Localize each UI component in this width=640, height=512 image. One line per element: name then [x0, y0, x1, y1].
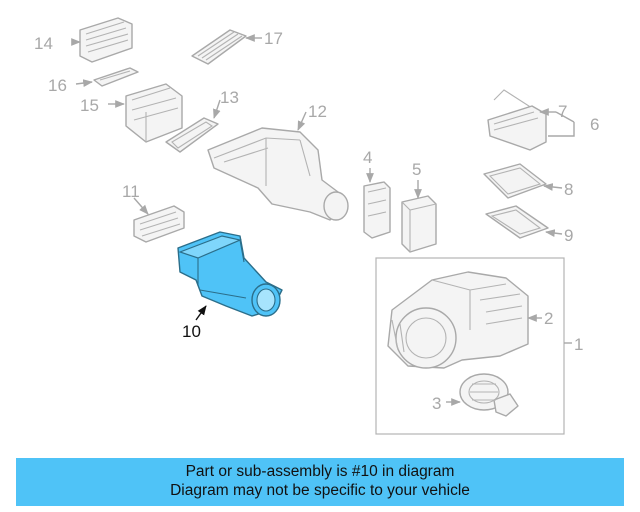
callout-3: 3	[432, 394, 441, 413]
callout-6: 6	[590, 115, 599, 134]
part-14-vent[interactable]: 14	[34, 17, 133, 63]
part-1-assembly-box[interactable]: 1	[375, 257, 583, 435]
callout-15: 15	[80, 96, 99, 115]
part-16-gasket[interactable]: 16	[48, 67, 139, 95]
part-12-duct[interactable]: 12	[207, 102, 349, 221]
part-3-blower-motor[interactable]: 3	[432, 373, 519, 417]
parts-diagram: 14 16 17 15 13 12 11	[34, 17, 599, 435]
info-banner: Part or sub-assembly is #10 in diagram D…	[16, 458, 624, 506]
part-9-seal[interactable]: 9	[485, 205, 573, 245]
callout-17: 17	[264, 29, 283, 48]
callout-8: 8	[564, 180, 573, 199]
callout-7: 7	[558, 102, 567, 121]
part-4-actuator[interactable]: 4	[363, 148, 391, 239]
callout-9: 9	[564, 226, 573, 245]
part-10-duct-highlighted[interactable]: 10	[177, 231, 283, 341]
callout-4: 4	[363, 148, 372, 167]
callout-10: 10	[182, 322, 201, 341]
callout-2: 2	[544, 309, 553, 328]
part-5-resistor[interactable]: 5	[401, 160, 437, 253]
part-17-filter[interactable]: 17	[191, 29, 283, 65]
callout-1: 1	[574, 335, 583, 354]
callout-5: 5	[412, 160, 421, 179]
banner-line-disclaimer: Diagram may not be specific to your vehi…	[170, 482, 470, 499]
part-2-housing[interactable]: 2	[387, 271, 553, 369]
callout-12: 12	[308, 102, 327, 121]
banner-line-part: Part or sub-assembly is #10 in diagram	[185, 463, 455, 480]
callout-11: 11	[122, 182, 140, 201]
callout-16: 16	[48, 76, 67, 95]
part-6-assembly[interactable]: 7 6	[487, 89, 599, 151]
part-8-gasket[interactable]: 8	[483, 163, 573, 199]
callout-14: 14	[34, 34, 53, 53]
part-15-duct[interactable]: 15	[80, 83, 183, 143]
part-11-vent[interactable]: 11	[122, 182, 185, 243]
callout-13: 13	[220, 88, 239, 107]
part-13-gasket[interactable]: 13	[165, 88, 239, 153]
